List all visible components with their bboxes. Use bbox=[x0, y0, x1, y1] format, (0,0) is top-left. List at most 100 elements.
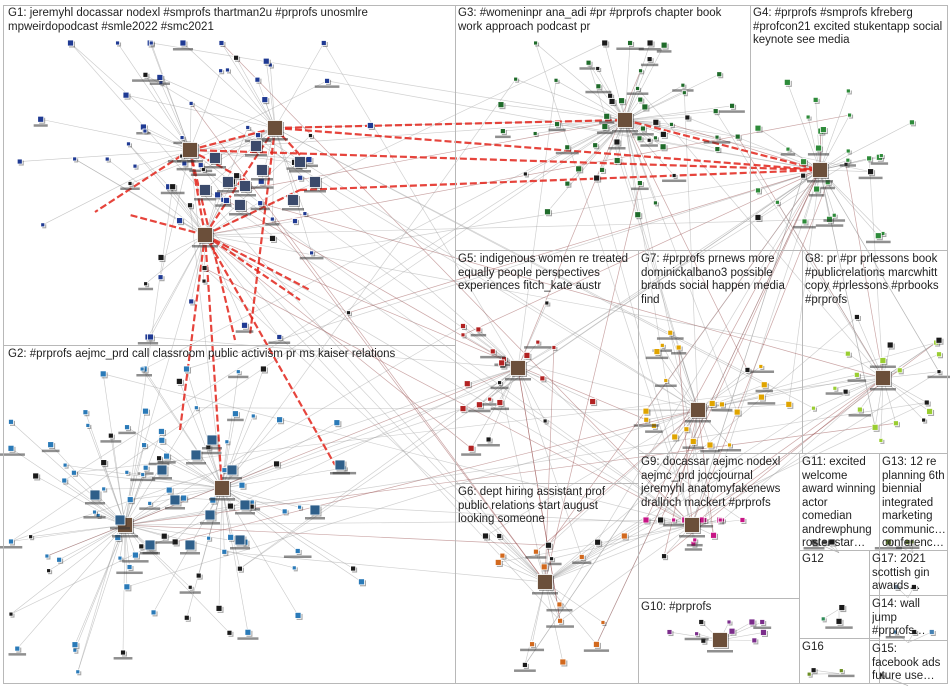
strong-edge bbox=[189, 126, 276, 152]
hub-label bbox=[685, 420, 711, 423]
node bbox=[635, 86, 640, 91]
hub-label bbox=[177, 160, 203, 163]
node bbox=[28, 534, 34, 540]
node bbox=[100, 459, 108, 467]
inter-group-edge bbox=[663, 409, 699, 557]
node bbox=[819, 126, 827, 134]
node bbox=[233, 54, 239, 61]
node bbox=[533, 40, 538, 46]
inter-group-edge bbox=[624, 119, 871, 173]
edge bbox=[141, 368, 223, 489]
avatar-node bbox=[184, 539, 196, 551]
node-label bbox=[283, 555, 312, 558]
node-label bbox=[160, 191, 185, 195]
node bbox=[748, 618, 756, 626]
node bbox=[522, 662, 528, 668]
node-label bbox=[631, 187, 649, 191]
node bbox=[540, 563, 548, 571]
node-label bbox=[662, 179, 687, 183]
node-label bbox=[299, 164, 318, 168]
node bbox=[99, 370, 107, 378]
node bbox=[223, 197, 230, 204]
node-label bbox=[807, 153, 830, 156]
edge bbox=[10, 448, 126, 526]
node bbox=[142, 464, 149, 471]
inter-group-edge bbox=[175, 409, 699, 543]
strong-edge bbox=[299, 168, 821, 192]
hub-label bbox=[870, 388, 896, 391]
inter-group-edge bbox=[517, 367, 743, 521]
edge bbox=[218, 487, 223, 609]
edge bbox=[85, 412, 126, 526]
edge bbox=[74, 158, 206, 236]
node bbox=[138, 543, 145, 550]
node bbox=[257, 200, 264, 207]
node bbox=[613, 157, 621, 164]
inter-group-edge bbox=[247, 127, 699, 411]
inter-group-edge bbox=[788, 169, 821, 405]
node bbox=[886, 341, 894, 349]
hub-node bbox=[684, 517, 700, 533]
inter-group-edge bbox=[553, 169, 821, 348]
edge bbox=[624, 110, 716, 121]
hub-node bbox=[875, 370, 891, 386]
inter-group-edge bbox=[544, 402, 927, 583]
node bbox=[638, 68, 643, 74]
edge bbox=[819, 122, 913, 171]
node-label bbox=[825, 626, 853, 629]
node bbox=[187, 584, 193, 590]
avatar-label bbox=[282, 208, 304, 211]
node bbox=[559, 658, 567, 666]
avatar-label bbox=[235, 512, 255, 515]
inter-group-edge bbox=[596, 169, 821, 645]
node bbox=[867, 168, 874, 176]
edge bbox=[166, 455, 223, 489]
hub-label bbox=[807, 180, 833, 183]
edge bbox=[567, 119, 626, 148]
node bbox=[499, 128, 506, 135]
edge bbox=[10, 421, 126, 526]
node bbox=[884, 538, 892, 546]
node bbox=[350, 565, 357, 572]
edge bbox=[813, 669, 840, 674]
inter-group-edge bbox=[462, 169, 821, 336]
node bbox=[214, 191, 222, 199]
node bbox=[241, 321, 248, 329]
node-label bbox=[663, 524, 685, 527]
node bbox=[599, 166, 605, 173]
node-label bbox=[468, 409, 491, 413]
node bbox=[810, 538, 818, 546]
node bbox=[785, 400, 793, 408]
node bbox=[642, 407, 650, 415]
node bbox=[179, 39, 187, 47]
node bbox=[37, 115, 45, 123]
avatar-node bbox=[114, 514, 126, 526]
edge bbox=[59, 524, 126, 561]
inter-group-edge bbox=[204, 267, 546, 583]
node bbox=[553, 77, 559, 83]
node bbox=[498, 359, 506, 367]
node-label bbox=[33, 124, 48, 127]
node bbox=[593, 640, 600, 648]
inter-group-edge bbox=[544, 182, 641, 583]
node-label bbox=[113, 657, 133, 660]
avatar-node bbox=[169, 494, 181, 506]
node bbox=[847, 112, 852, 118]
node bbox=[114, 534, 122, 541]
inter-group-edge bbox=[697, 342, 937, 411]
node bbox=[218, 68, 224, 74]
node bbox=[62, 462, 68, 468]
edge bbox=[624, 119, 675, 176]
inter-group-edge bbox=[819, 169, 940, 372]
node bbox=[71, 641, 79, 649]
node-label bbox=[83, 516, 106, 519]
hub-edges-layer bbox=[94, 118, 821, 489]
inter-group-edge bbox=[678, 347, 693, 526]
avatar-node bbox=[204, 509, 216, 521]
edge bbox=[678, 347, 699, 411]
edge bbox=[462, 325, 519, 369]
node bbox=[132, 551, 139, 559]
hub-label bbox=[209, 498, 235, 501]
node bbox=[126, 564, 133, 570]
node-label bbox=[640, 63, 659, 67]
